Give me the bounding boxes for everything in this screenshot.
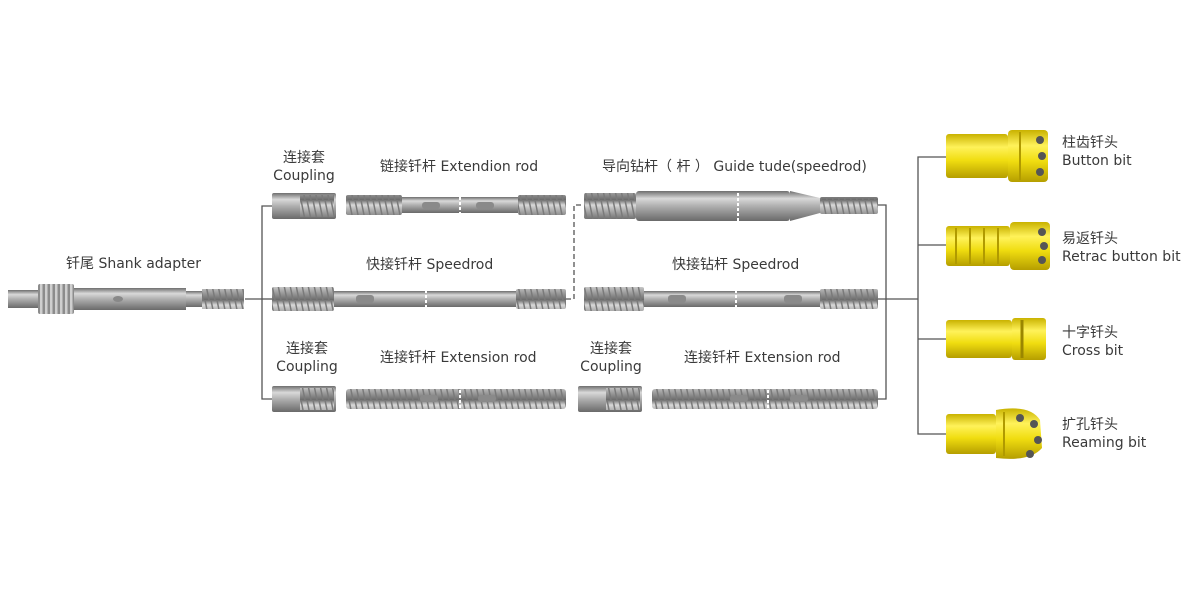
retrac-button-bit-label-cn: 易返钎头 xyxy=(1062,231,1118,247)
extension-rod-1 xyxy=(346,385,566,413)
reaming-bit-label-en: Reaming bit xyxy=(1062,435,1147,451)
shank-adapter xyxy=(8,284,244,314)
cross-bit-label-cn: 十字钎头 xyxy=(1062,325,1118,341)
speedrod-right-label: 快接钻杆 Speedrod xyxy=(672,257,800,273)
speedrod-left-label: 快接钎杆 Speedrod xyxy=(366,257,494,273)
speedrod-right xyxy=(584,285,878,313)
retrac-button-bit-image xyxy=(946,222,1050,270)
coupling-bottom-2-label: 连接套 Coupling xyxy=(576,340,646,376)
coupling-top-label-en: Coupling xyxy=(273,168,335,184)
extension-rod-2 xyxy=(652,385,878,413)
coupling-bottom-2-label-en: Coupling xyxy=(580,359,642,375)
cross-bit-label-en: Cross bit xyxy=(1062,343,1124,359)
guide-tube-label: 导向钻杆（ 杆 ） Guide tude(speedrod) xyxy=(602,159,867,175)
bracket-left xyxy=(261,205,272,400)
reaming-bit-label: 扩孔钎头 Reaming bit xyxy=(1062,416,1146,452)
speedrod-left xyxy=(272,285,566,313)
retrac-button-bit-label: 易返钎头 Retrac button bit xyxy=(1062,230,1181,266)
extendion-rod xyxy=(346,192,566,218)
connector-lines xyxy=(245,156,946,435)
reaming-bit-image xyxy=(946,408,1042,459)
cross-bit-label: 十字钎头 Cross bit xyxy=(1062,324,1123,360)
extendion-rod-label: 链接钎杆 Extendion rod xyxy=(380,159,539,175)
coupling-bottom-2-label-cn: 连接套 xyxy=(590,341,632,357)
extension-rod-2-label: 连接钎杆 Extension rod xyxy=(684,350,841,366)
button-bit-image xyxy=(946,130,1048,182)
shank-adapter-label: 钎尾 Shank adapter xyxy=(66,256,202,272)
retrac-button-bit-label-en: Retrac button bit xyxy=(1062,249,1181,265)
coupling-bottom-1-label-cn: 连接套 xyxy=(286,341,328,357)
coupling-bottom-1 xyxy=(272,386,336,412)
coupling-bottom-1-label: 连接套 Coupling xyxy=(272,340,342,376)
coupling-top-label: 连接套 Coupling xyxy=(272,149,336,185)
bracket-bits xyxy=(917,156,946,435)
bracket-right xyxy=(878,204,887,400)
coupling-top-label-cn: 连接套 xyxy=(283,150,325,166)
button-bit-label: 柱齿钎头 Button bit xyxy=(1062,134,1132,170)
coupling-bottom-2 xyxy=(578,386,642,412)
coupling-top xyxy=(272,193,336,219)
button-bit-label-cn: 柱齿钎头 xyxy=(1062,135,1118,151)
coupling-bottom-1-label-en: Coupling xyxy=(276,359,338,375)
extension-rod-1-label: 连接钎杆 Extension rod xyxy=(380,350,537,366)
dashed-link xyxy=(566,204,584,300)
button-bit-label-en: Button bit xyxy=(1062,153,1132,169)
guide-tube xyxy=(584,188,878,224)
reaming-bit-label-cn: 扩孔钎头 xyxy=(1062,417,1118,433)
cross-bit-image xyxy=(946,318,1046,360)
